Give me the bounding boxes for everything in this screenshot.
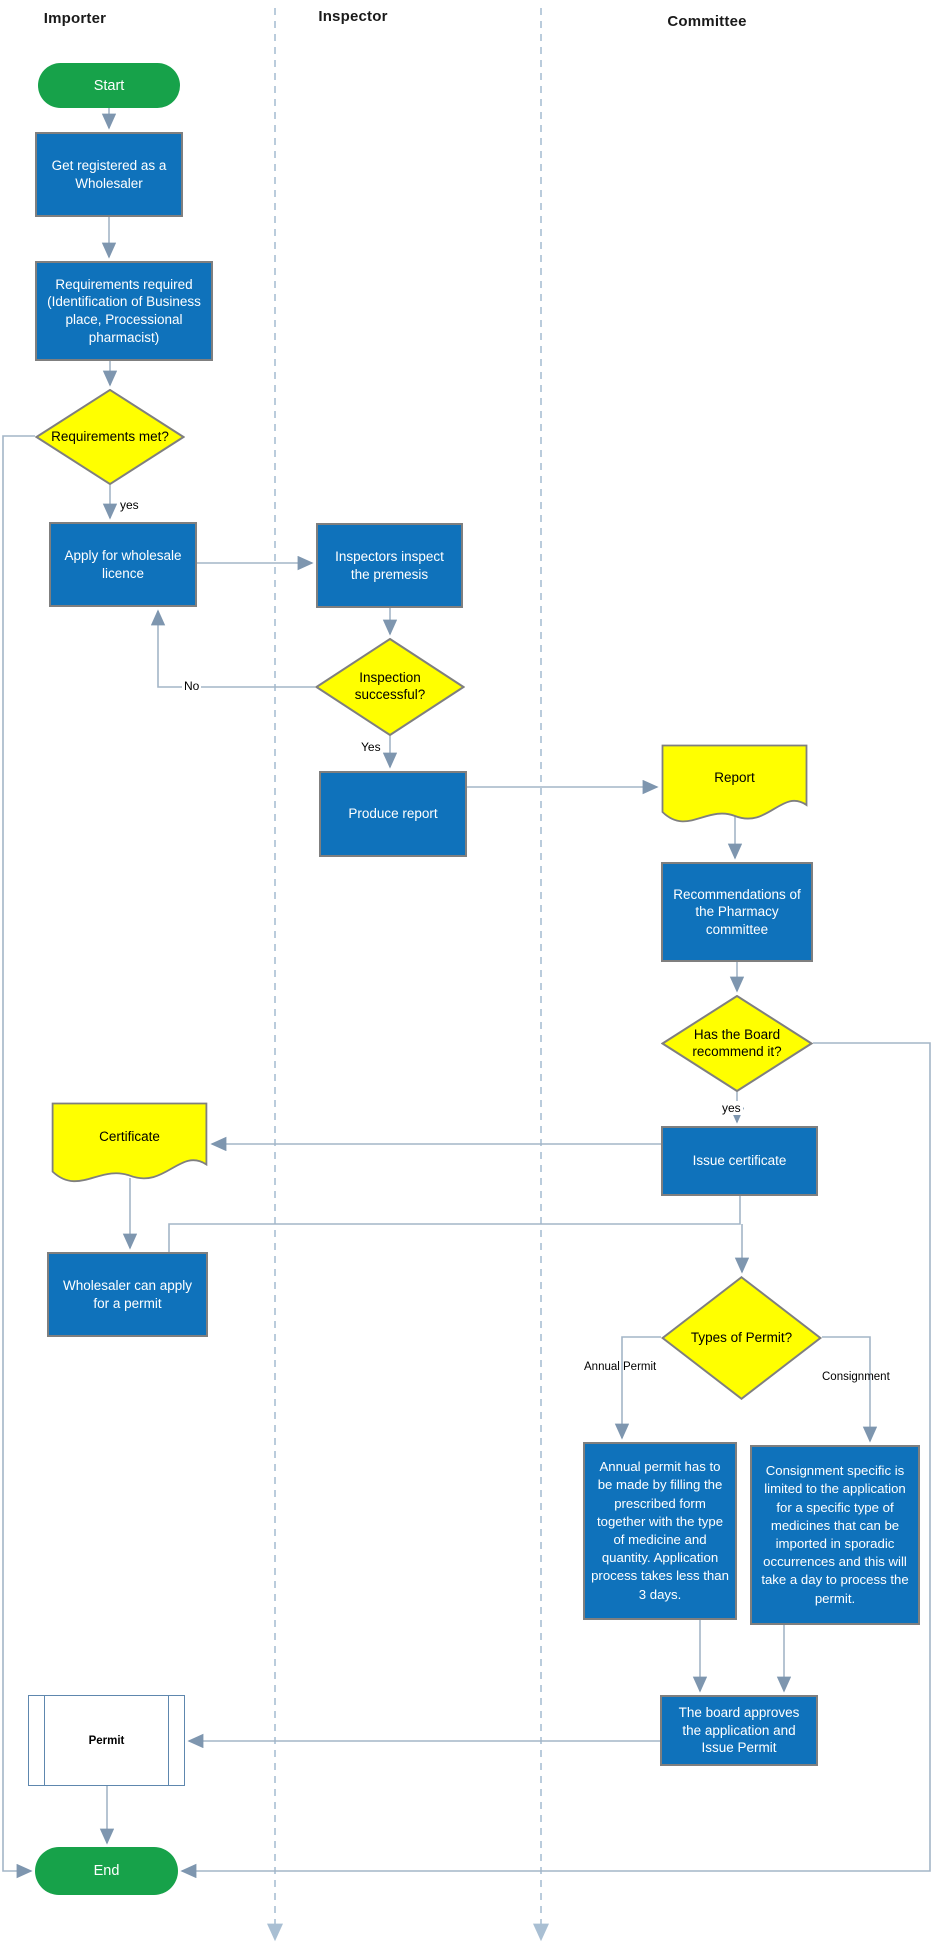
edge-types-consignment [822, 1336, 878, 1443]
node-board-approves: The board approves the application and I… [660, 1695, 818, 1766]
node-start: Start [38, 63, 180, 108]
diamond-label: Inspection successful? [354, 670, 426, 702]
node-requirements-required: Requirements required (Identification of… [35, 261, 213, 361]
node-board-recommend: Has the Board recommend it? [661, 995, 813, 1092]
lane-header-inspector: Inspector [318, 8, 388, 25]
edge-types-annual [614, 1336, 661, 1440]
node-produce-report: Produce report [319, 771, 467, 857]
predefined-inner-line-left [44, 1696, 45, 1785]
node-inspection-successful: Inspection successful? [315, 638, 465, 736]
diamond-shape [35, 389, 185, 485]
diamond-label: Requirements met? [51, 428, 169, 444]
node-report-doc: Report [661, 744, 808, 828]
node-types-of-permit: Types of Permit? [661, 1276, 822, 1400]
edge-inspection-no-to-apply [150, 609, 315, 688]
edge-label-inspection-yes: Yes [359, 740, 383, 754]
node-certificate-doc: Certificate [51, 1102, 208, 1188]
diamond-shape [315, 638, 465, 736]
document-label: Report [714, 769, 755, 785]
node-requirements-met: Requirements met? [35, 389, 185, 485]
node-issue-certificate: Issue certificate [661, 1126, 818, 1196]
node-inspect-premesis: Inspectors inspect the premesis [316, 523, 463, 608]
lane-header-importer: Importer [43, 10, 107, 27]
node-recommendations: Recommendations of the Pharmacy committe… [661, 862, 813, 962]
node-apply-wholesale: Apply for wholesale licence [49, 522, 197, 607]
predefined-inner-line-right [168, 1696, 169, 1785]
lane-header-committee: Committee [667, 13, 747, 30]
branch-label-consignment: Consignment [822, 1371, 890, 1383]
branch-label-annual: Annual Permit [584, 1361, 657, 1373]
node-end: End [35, 1847, 178, 1895]
node-annual-permit-info: Annual permit has to be made by filling … [583, 1442, 737, 1620]
edge-label-board-yes: yes [720, 1101, 743, 1115]
edge-requirementsmet-no-to-end [2, 435, 35, 1879]
permit-label: Permit [88, 1734, 125, 1747]
node-wholesaler-apply-permit: Wholesaler can apply for a permit [47, 1252, 208, 1337]
node-get-registered: Get registered as a Wholesaler [35, 132, 183, 217]
document-label: Certificate [99, 1128, 160, 1144]
diamond-label: Has the Board recommend it? [692, 1026, 782, 1059]
edge-label-requirements-yes: yes [118, 498, 141, 512]
document-shape [661, 744, 808, 828]
diamond-shape [661, 995, 813, 1092]
edge-board-no-to-end [180, 1042, 931, 1879]
diamond-label: Types of Permit? [690, 1329, 793, 1345]
document-shape [51, 1102, 208, 1188]
diamond-shape [661, 1276, 822, 1400]
node-consignment-info: Consignment specific is limited to the a… [750, 1445, 920, 1625]
edge-label-inspection-no: No [182, 679, 202, 693]
edge-issue-to-wholesaler [168, 1196, 741, 1252]
node-permit: Permit [28, 1695, 185, 1786]
